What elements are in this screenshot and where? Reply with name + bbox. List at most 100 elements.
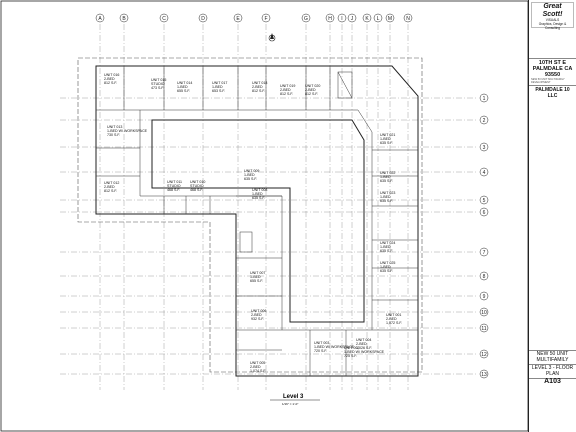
address-line-2: PALMDALE CA (532, 66, 573, 72)
unit-area: 473 S.F. (151, 86, 164, 90)
unit-area: 635 S.F. (380, 269, 393, 273)
grid-bubble-row (479, 167, 489, 177)
grid-label-row: 11 (481, 326, 486, 332)
grid-bubble-row (479, 247, 489, 257)
grid-label-col: J (351, 16, 354, 22)
grid-label-col: D (201, 16, 205, 22)
grid-label-col: K (365, 16, 369, 22)
stair-diagonal (337, 71, 353, 99)
unit-label: UNIT 022 (380, 171, 395, 175)
grid-bubble-row (479, 207, 489, 217)
grid-label-row: 7 (483, 250, 486, 256)
unit-type: 1-BED W/ WORKSPACE (107, 129, 148, 133)
grid-bubble-col (261, 13, 271, 23)
grid-label-row: 4 (483, 170, 486, 176)
unit-type: 1-BED (250, 275, 261, 279)
unit-area: 635 S.F. (380, 249, 393, 253)
grid-bubble-row (479, 323, 489, 333)
sheet-title-3: LEVEL 3 - FLOOR (531, 365, 574, 372)
logo-sub-2: Graphics, Design & Consulting (538, 22, 567, 30)
grid-bubble-col (233, 13, 243, 23)
unit-label: UNIT 015 (151, 78, 166, 82)
unit-area: 812 S.F. (252, 89, 265, 93)
unit-type: 2-BED (104, 185, 115, 189)
north-arrow-icon (268, 33, 276, 42)
grid-label-row: 10 (481, 310, 487, 316)
unit-area: 730 S.F. (107, 133, 120, 137)
logo-sub-1: VISUALS (545, 18, 560, 22)
unit-label: UNIT 012 (104, 181, 119, 185)
unit-area: 1,074 S.F. (250, 369, 266, 373)
sheet-title-2: MULTIFAMILY (536, 356, 569, 363)
property-line (77, 57, 423, 373)
logo-line-2: Scott! (542, 10, 563, 18)
courtyard-outline (151, 119, 365, 323)
unit-label: UNIT 011 (167, 180, 182, 184)
grid-bubble-row (479, 307, 489, 317)
unit-type: 2-BED (104, 77, 115, 81)
unit-type: STUDIO (167, 184, 181, 188)
unit-label: UNIT 005 (250, 361, 265, 365)
grid-label-row: 5 (483, 198, 486, 204)
sheet-number-block: A103 (529, 378, 576, 385)
unit-type: 1-BED (380, 245, 391, 249)
grid-label-col: M (388, 16, 392, 22)
grid-bubble-col (159, 13, 169, 23)
corridor-line (139, 109, 373, 331)
grid-label-col: N (406, 16, 410, 22)
unit-type: 2-BED (305, 88, 316, 92)
address-line-3: 93550 (544, 72, 561, 78)
unit-label: UNIT 025 (380, 261, 395, 265)
stair-core (337, 71, 353, 99)
grid-bubble-col (198, 13, 208, 23)
unit-area: 812 S.F. (104, 189, 117, 193)
unit-label: UNIT 023 (380, 191, 395, 195)
unit-area: 653 S.F. (212, 89, 225, 93)
grid-label-row: 6 (483, 210, 486, 216)
grid-bubble-col (385, 13, 395, 23)
address-line-1: 10TH ST E (538, 60, 567, 66)
grid-label-row: 3 (483, 145, 486, 151)
unit-type: 1-BED (380, 137, 391, 141)
grid-bubble-col (373, 13, 383, 23)
unit-type: 1-BED (380, 195, 391, 199)
unit-label: UNIT 004 (356, 338, 371, 342)
logo-line-1: Great (543, 3, 562, 10)
grid-label-row: 2 (483, 118, 486, 124)
address-block: 10TH ST E PALMDALE CA 93550 NEW 50 UNIT … (529, 58, 576, 85)
grid-bubble-row (479, 349, 489, 359)
grid-bubble-row (479, 142, 489, 152)
unit-type: 1-BED (252, 192, 263, 196)
grid-bubble-col (325, 13, 335, 23)
address-note: NEW 50 UNIT MULTIFAMILY DEVELOPMENT (531, 78, 565, 84)
grid-label-row: 9 (483, 294, 486, 300)
unit-area: 468 S.F. (190, 188, 203, 192)
unit-type: 1-BED (380, 265, 391, 269)
unit-area: 812 S.F. (104, 81, 117, 85)
unit-partitions (96, 66, 418, 376)
grid-label-col: B (122, 16, 126, 22)
unit-type: 1-BED (380, 175, 391, 179)
grid-bubble-row (479, 115, 489, 125)
unit-label: UNIT 018 (252, 81, 267, 85)
unit-type: 2-BED (252, 85, 263, 89)
unit-area: 635 S.F. (380, 141, 393, 145)
unit-label: UNIT 001 (386, 313, 401, 317)
unit-type: 1-BED (244, 173, 255, 177)
drawing-title: Level 3 (283, 394, 304, 400)
grid-bubble-col (362, 13, 372, 23)
unit-area: 635 S.F. (252, 196, 265, 200)
sheet-title-block: NEW 50 UNIT MULTIFAMILY (529, 350, 576, 364)
unit-area: 932 S.F. (251, 317, 264, 321)
